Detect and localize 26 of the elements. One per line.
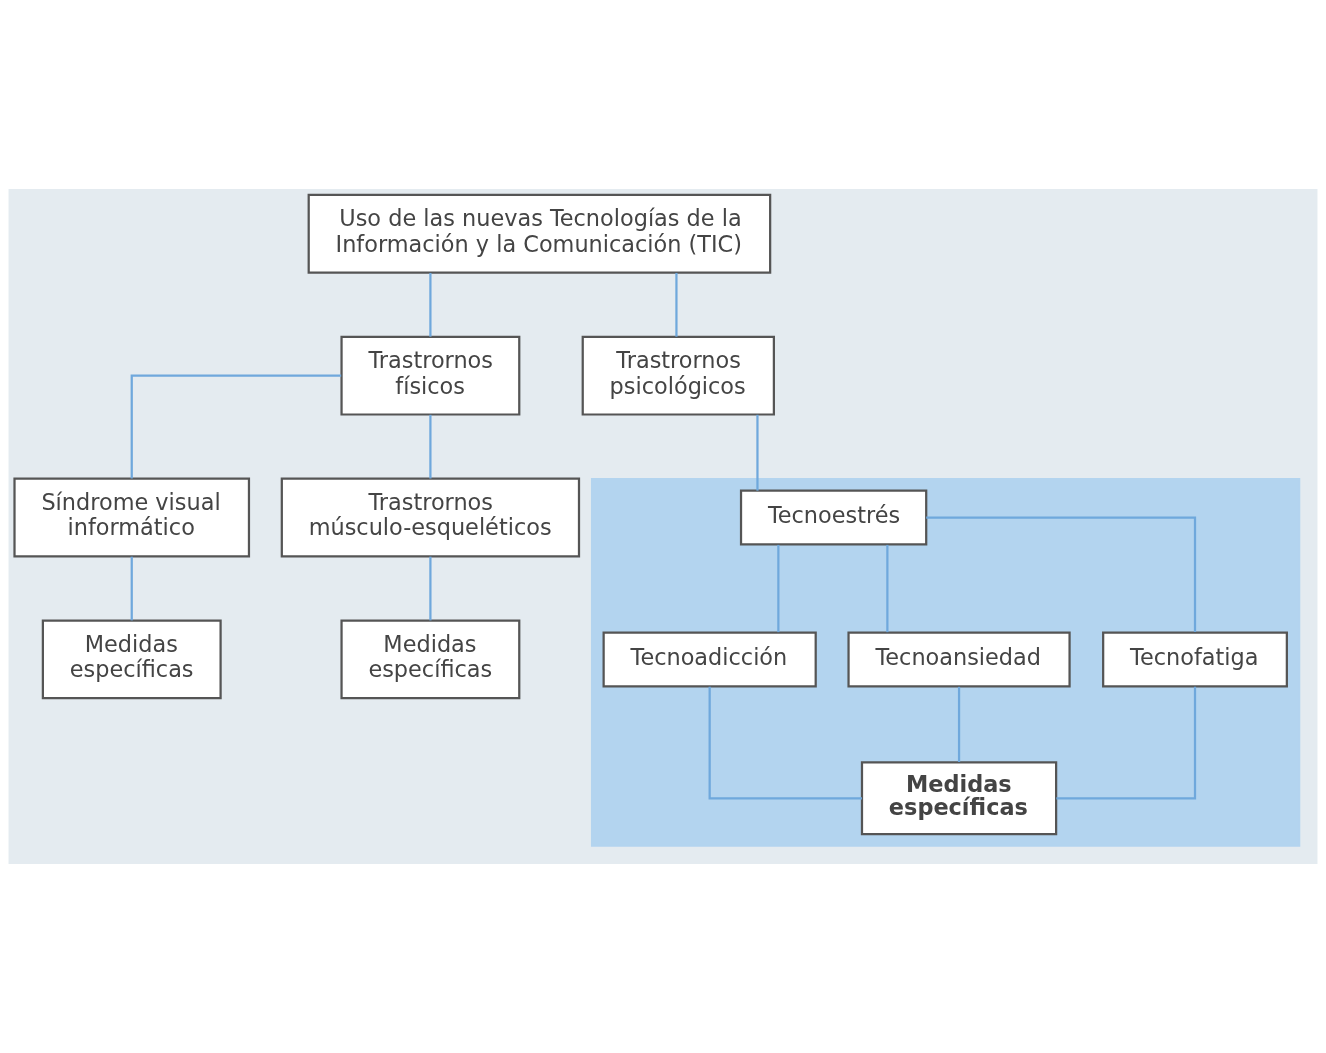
connector [429,414,432,479]
connector [777,544,780,633]
cluster [590,477,1301,847]
connector [957,686,961,762]
connector [429,556,432,621]
node-box: Tecnoansiedad [847,631,1071,688]
node-box: Medidas específicas [340,619,521,700]
node-box: Síndrome visual informático [13,477,251,558]
connector [926,516,1197,633]
connector [130,556,133,621]
node-box: Trastrornos psicológicos [581,335,775,416]
node-box: Medidas específicas [860,761,1058,836]
node-box: Tecnofatiga [1102,631,1288,688]
node-box: Medidas específicas [41,619,222,700]
connector [675,272,678,337]
connector [756,414,759,491]
node-box: Trastrornos físicos [340,335,521,416]
node-box: Tecnoadicción [602,631,817,688]
connector [886,544,889,633]
connector [130,374,342,479]
node-box: Trastrornos músculo-esqueléticos [280,477,581,558]
connector [429,272,432,337]
connector [1056,686,1197,800]
node-box: Uso de las nuevas Tecnologías de la Información y la Comunicación (TIC) [307,193,772,274]
node-box: Tecnoestrés [739,489,928,546]
connector [708,686,862,800]
